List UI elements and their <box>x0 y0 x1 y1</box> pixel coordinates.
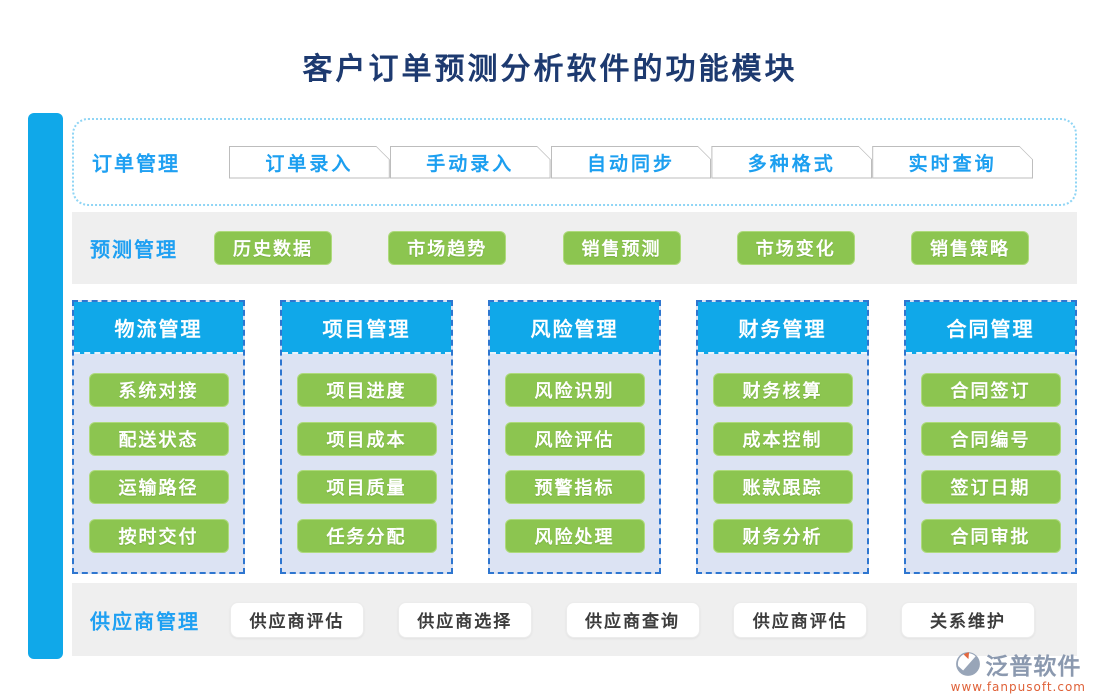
project-progress-button[interactable]: 项目进度 <box>296 372 437 407</box>
fanpu-logo-url: www.fanpusoft.com <box>950 680 1086 694</box>
fanpu-logo-name: 泛普软件 <box>985 654 1082 680</box>
supplier-evaluation-2-button[interactable]: 供应商评估 <box>733 601 868 638</box>
supplier-selection-button[interactable]: 供应商选择 <box>397 601 532 638</box>
forecast-management-buttons: 历史数据 市场趋势 销售预测 市场变化 销售策略 <box>214 212 1029 284</box>
market-trend-button[interactable]: 市场趋势 <box>388 231 507 265</box>
logistics-header: 物流管理 <box>74 302 243 354</box>
contract-column: 合同管理 合同签订 合同编号 签订日期 合同审批 <box>904 300 1077 574</box>
finance-header: 财务管理 <box>698 302 867 354</box>
logistics-column: 物流管理 系统对接 配送状态 运输路径 按时交付 <box>72 300 245 574</box>
contract-approval-button[interactable]: 合同审批 <box>920 519 1061 554</box>
order-management-panel: 订单管理 订单录入 手动录入 自动同步 多种格式 实时查询 <box>72 118 1077 206</box>
supplier-management-panel: 供应商管理 供应商评估 供应商选择 供应商查询 供应商评估 关系维护 <box>72 583 1077 656</box>
risk-handling-button[interactable]: 风险处理 <box>504 519 645 554</box>
risk-assessment-button[interactable]: 风险评估 <box>504 421 645 456</box>
risk-identification-button[interactable]: 风险识别 <box>504 372 645 407</box>
manual-entry-button[interactable]: 手动录入 <box>390 146 551 179</box>
on-time-delivery-button[interactable]: 按时交付 <box>88 519 229 554</box>
risk-column: 风险管理 风险识别 风险评估 预警指标 风险处理 <box>488 300 661 574</box>
fanpu-logo-icon <box>956 652 981 676</box>
auto-sync-button[interactable]: 自动同步 <box>551 146 712 179</box>
order-management-buttons: 订单录入 手动录入 自动同步 多种格式 实时查询 <box>229 120 1033 204</box>
module-columns: 物流管理 系统对接 配送状态 运输路径 按时交付 项目管理 项目进度 项目成本 … <box>72 300 1077 574</box>
sales-forecast-button[interactable]: 销售预测 <box>562 231 681 265</box>
finance-column: 财务管理 财务核算 成本控制 账款跟踪 财务分析 <box>696 300 869 574</box>
realtime-query-button[interactable]: 实时查询 <box>872 146 1033 179</box>
delivery-status-button[interactable]: 配送状态 <box>88 421 229 456</box>
project-cost-button[interactable]: 项目成本 <box>296 421 437 456</box>
sales-strategy-button[interactable]: 销售策略 <box>911 231 1029 265</box>
forecast-management-label: 预测管理 <box>90 237 178 262</box>
market-change-button[interactable]: 市场变化 <box>736 231 855 265</box>
account-tracking-button[interactable]: 账款跟踪 <box>712 470 853 505</box>
supplier-query-button[interactable]: 供应商查询 <box>565 601 700 638</box>
supplier-management-label: 供应商管理 <box>90 609 200 633</box>
supplier-evaluation-button[interactable]: 供应商评估 <box>230 601 364 638</box>
project-header: 项目管理 <box>282 302 451 354</box>
multi-format-button[interactable]: 多种格式 <box>711 146 872 179</box>
project-quality-button[interactable]: 项目质量 <box>296 470 437 505</box>
risk-header: 风险管理 <box>490 302 659 354</box>
task-assignment-button[interactable]: 任务分配 <box>296 519 437 554</box>
project-column: 项目管理 项目进度 项目成本 项目质量 任务分配 <box>280 300 453 574</box>
relationship-maintenance-button[interactable]: 关系维护 <box>901 601 1035 638</box>
contract-header: 合同管理 <box>906 302 1075 354</box>
left-accent-bar <box>28 113 63 659</box>
fanpu-logo: 泛普软件 www.fanpusoft.com <box>951 647 1086 694</box>
supplier-management-buttons: 供应商评估 供应商选择 供应商查询 供应商评估 关系维护 <box>230 583 1035 656</box>
system-integration-button[interactable]: 系统对接 <box>88 372 229 407</box>
contract-signing-button[interactable]: 合同签订 <box>920 372 1061 407</box>
warning-indicator-button[interactable]: 预警指标 <box>504 470 645 505</box>
contract-number-button[interactable]: 合同编号 <box>920 421 1061 456</box>
forecast-management-panel: 预测管理 历史数据 市场趋势 销售预测 市场变化 销售策略 <box>72 212 1077 284</box>
cost-control-button[interactable]: 成本控制 <box>712 421 853 456</box>
order-entry-button[interactable]: 订单录入 <box>229 146 390 179</box>
financial-accounting-button[interactable]: 财务核算 <box>712 372 853 407</box>
signing-date-button[interactable]: 签订日期 <box>920 470 1061 505</box>
history-data-button[interactable]: 历史数据 <box>214 231 332 265</box>
order-management-label: 订单管理 <box>92 151 180 176</box>
transport-route-button[interactable]: 运输路径 <box>88 470 229 505</box>
page-title: 客户订单预测分析软件的功能模块 <box>302 52 798 87</box>
financial-analysis-button[interactable]: 财务分析 <box>712 519 853 554</box>
